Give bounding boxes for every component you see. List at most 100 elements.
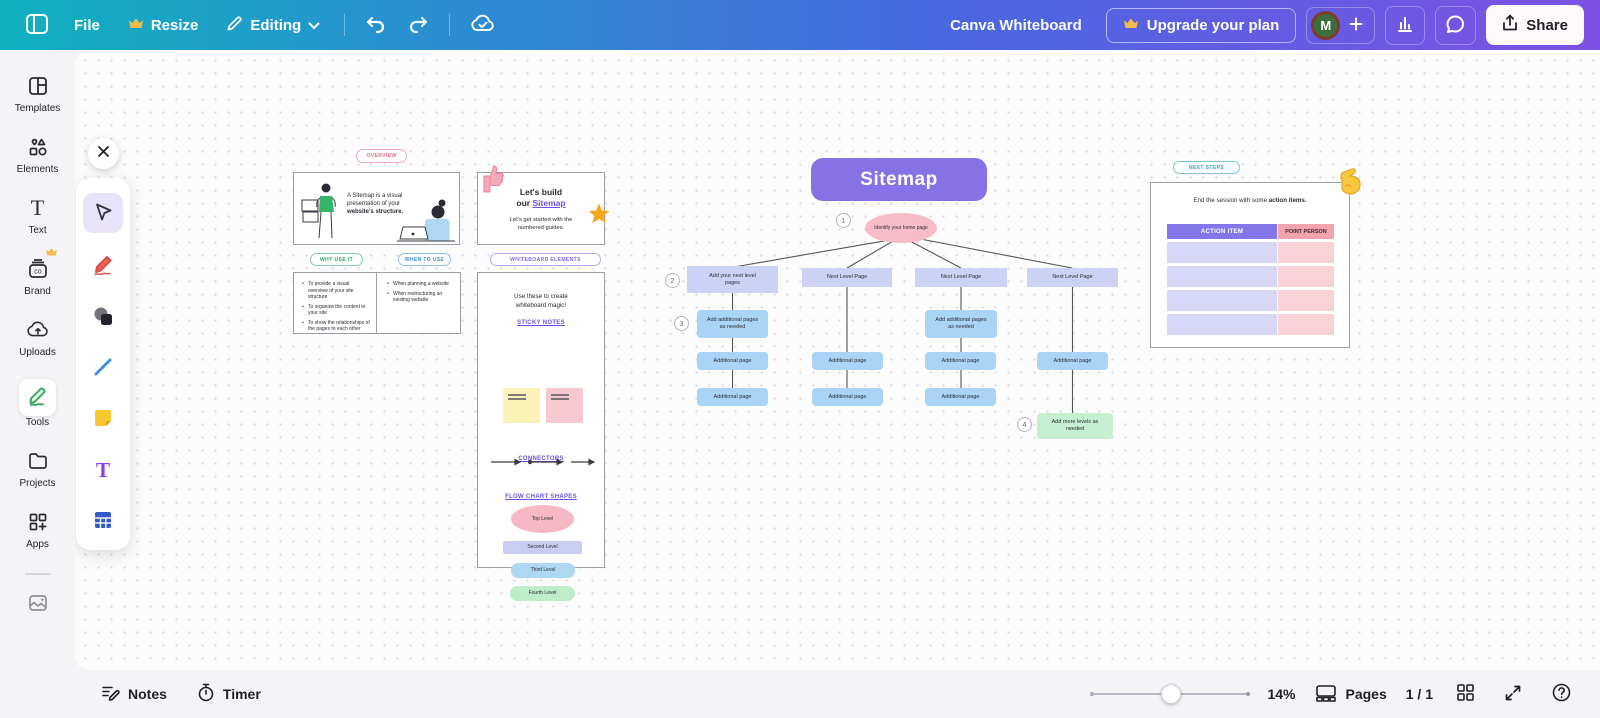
whiteboard-elements-card[interactable]: Use these to create whiteboard magic! ST… [477, 272, 605, 601]
whiteboard-elements-badge[interactable]: WHITEBOARD ELEMENTS [490, 253, 601, 266]
sidebar-item-label: Uploads [19, 347, 56, 358]
editing-mode-button[interactable]: Editing [216, 8, 330, 43]
action-table-header: ACTION ITEM POINT PERSON [1167, 224, 1334, 239]
line-tool[interactable] [83, 350, 123, 386]
guide-number-4[interactable]: 4 [1017, 417, 1032, 432]
shapes-icon [92, 305, 114, 330]
avatar[interactable]: M [1311, 10, 1341, 40]
plus-icon [1348, 16, 1364, 35]
file-button[interactable]: File [64, 10, 110, 41]
zoom-level-value[interactable]: 14% [1267, 686, 1296, 702]
sidebar-item-projects[interactable]: Projects [6, 449, 70, 489]
table-row[interactable] [1167, 242, 1334, 263]
pink-sticky-note[interactable] [546, 388, 583, 423]
yellow-sticky-note[interactable] [503, 388, 540, 423]
level2-node[interactable]: Next Level Page [802, 268, 892, 287]
sitemap-title-node[interactable]: Sitemap [811, 158, 987, 201]
pencil-icon [226, 15, 243, 36]
sticky-note-tool[interactable] [83, 401, 123, 437]
overview-badge[interactable]: OVERVIEW [356, 149, 407, 163]
lets-build-card[interactable]: Let's build our Sitemap Let's get starte… [477, 172, 605, 245]
crown-icon [1123, 17, 1139, 34]
flow-shape-fourth-level[interactable]: Fourth Level [510, 586, 575, 601]
sidebar-item-uploads[interactable]: Uploads [6, 318, 70, 358]
help-button[interactable] [1545, 676, 1578, 712]
why-when-card[interactable]: To provide a visual overview of your sit… [293, 272, 461, 334]
templates-icon [26, 74, 50, 98]
grid-view-button[interactable] [1450, 677, 1481, 711]
add-member-button[interactable] [1346, 14, 1366, 37]
cloud-save-status-button[interactable] [464, 7, 502, 44]
additional-page-node[interactable]: Additional page [925, 352, 996, 370]
additional-page-node[interactable]: Additional page [812, 388, 883, 406]
flow-shape-third-level[interactable]: Third Level [511, 563, 575, 578]
insights-button[interactable] [1385, 5, 1426, 45]
sticky-notes-link[interactable]: STICKY NOTES [517, 320, 565, 327]
sidebar-item-templates[interactable]: Templates [6, 74, 70, 114]
draw-tool[interactable] [83, 248, 123, 284]
guide-number-2[interactable]: 2 [665, 273, 680, 288]
upgrade-plan-button[interactable]: Upgrade your plan [1105, 7, 1297, 43]
sidebar-item-apps[interactable]: Apps [6, 510, 70, 550]
connector-samples[interactable] [489, 457, 595, 467]
sidebar-item-tools[interactable]: Tools [6, 379, 70, 428]
undo-button[interactable] [359, 8, 393, 43]
flow-shape-top-level[interactable]: Top Level [511, 505, 574, 533]
when-to-use-badge[interactable]: WHEN TO USE [398, 253, 451, 266]
why-use-it-badge[interactable]: WHY USE IT [310, 253, 363, 266]
additional-page-node[interactable]: Additional page [697, 388, 768, 406]
additional-page-node[interactable]: Additional page [1037, 352, 1108, 370]
shapes-tool[interactable] [83, 299, 123, 335]
next-steps-badge[interactable]: NEXT STEPS [1173, 161, 1240, 174]
timer-button-label: Timer [222, 686, 261, 702]
comments-button[interactable] [1435, 5, 1477, 45]
sidebar-item-text[interactable]: T Text [6, 195, 70, 236]
share-button[interactable]: Share [1486, 5, 1584, 45]
table-row[interactable] [1167, 290, 1334, 311]
star-shape[interactable] [587, 202, 611, 226]
zoom-slider[interactable] [1090, 684, 1251, 704]
level2-node[interactable]: Next Level Page [915, 268, 1007, 287]
sitemap-intro-card[interactable]: A Sitemap is a visual presentation of yo… [293, 172, 460, 245]
zoom-slider-handle[interactable] [1160, 684, 1181, 704]
sidebar-item-elements[interactable]: Elements [6, 135, 70, 175]
table-row[interactable] [1167, 314, 1334, 335]
table-tool[interactable] [83, 503, 123, 539]
home-page-node[interactable]: Identify your home page [865, 213, 937, 243]
add-additional-node[interactable]: Add additional pages as needed [697, 310, 768, 338]
pages-button[interactable]: Pages [1313, 678, 1389, 711]
level2-node[interactable]: Add your next level pages [687, 266, 778, 293]
fullscreen-button[interactable] [1498, 678, 1528, 711]
sidebar-toggle-button[interactable] [18, 5, 56, 46]
more-levels-node[interactable]: Add more levels as needed [1037, 413, 1113, 439]
guide-number-3[interactable]: 3 [674, 316, 689, 331]
flow-shape-second-level[interactable]: Second Level [503, 541, 582, 554]
sitemap-link[interactable]: Sitemap [532, 198, 566, 209]
sidebar-item-brand[interactable]: co Brand [6, 248, 70, 297]
notes-button[interactable]: Notes [93, 678, 175, 710]
folder-icon [26, 449, 50, 473]
resize-button[interactable]: Resize [118, 10, 209, 41]
select-tool[interactable] [83, 193, 123, 233]
marker-pen-icon [91, 253, 115, 280]
level2-node[interactable]: Next Level Page [1027, 268, 1118, 287]
timer-button[interactable]: Timer [189, 677, 269, 711]
add-additional-node[interactable]: Add additional pages as needed [925, 310, 997, 338]
additional-page-node[interactable]: Additional page [812, 352, 883, 370]
additional-page-node[interactable]: Additional page [697, 352, 768, 370]
sidebar-divider [24, 573, 51, 575]
bar-chart-icon [1395, 14, 1415, 37]
table-row[interactable] [1167, 266, 1334, 287]
guide-number-1[interactable]: 1 [836, 213, 851, 228]
flow-chart-shapes-link[interactable]: FLOW CHART SHAPES [505, 494, 577, 501]
svg-text:co: co [34, 269, 42, 276]
additional-page-node[interactable]: Additional page [925, 388, 996, 406]
close-tools-panel-button[interactable] [88, 138, 119, 169]
next-steps-card[interactable]: End the session with some action items. … [1150, 182, 1350, 348]
sidebar-item-magic-media[interactable] [6, 591, 70, 615]
whiteboard-canvas[interactable]: OVERVIEW A Sitemap is a visual presentat… [75, 50, 1600, 670]
elements-intro-text: Use these to create whiteboard magic! [514, 293, 568, 309]
redo-button[interactable] [401, 8, 435, 43]
text-tool[interactable]: T [83, 452, 123, 488]
connectors-link[interactable]: CONNECTORS [518, 456, 564, 463]
